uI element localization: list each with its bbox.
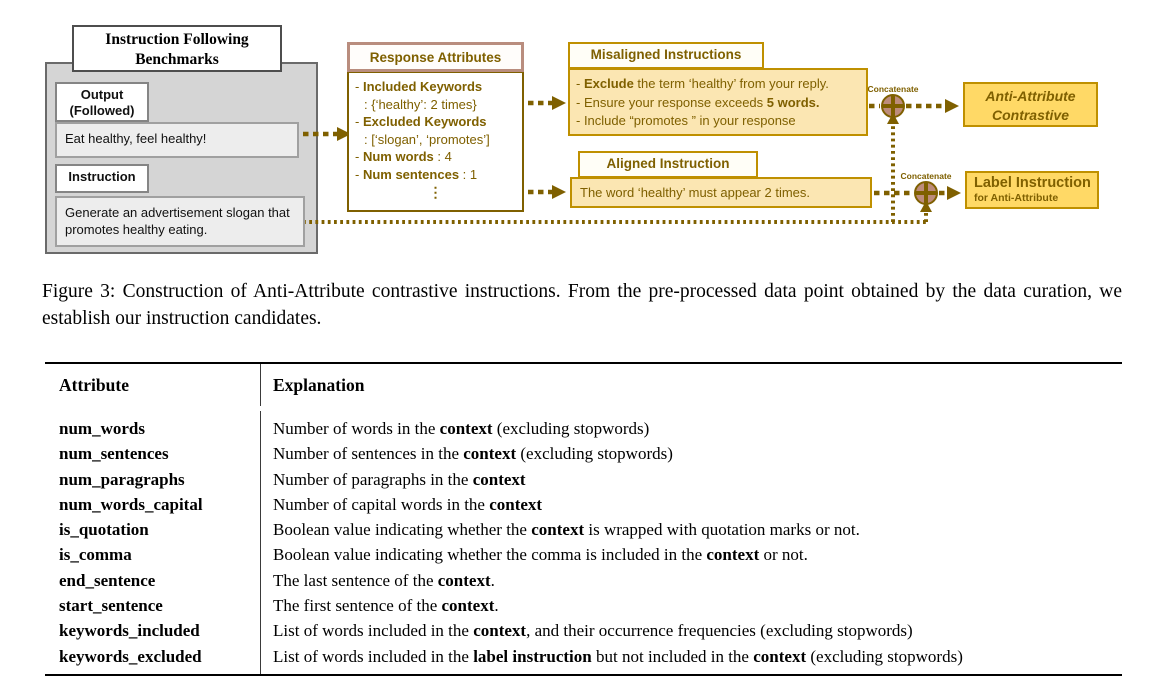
table-row: keywords_excluded List of words included …	[45, 643, 1122, 675]
attribute-cell: end_sentence	[45, 567, 261, 594]
explanation-cell: Boolean value indicating whether the com…	[273, 545, 808, 565]
table-row: is_quotation Boolean value indicating whe…	[45, 517, 1122, 543]
response-attributes-lines: - Included Keywords : {‘healthy’: 2 times…	[355, 78, 517, 183]
attribute-cell: keywords_excluded	[45, 643, 261, 675]
anti-attribute-contrastive-box: Anti-Attribute Contrastive	[963, 82, 1098, 127]
response-attribute-line: - Included Keywords	[355, 79, 483, 94]
table-header-row: Attribute Explanation	[45, 363, 1122, 409]
benchmarks-title: Instruction Following Benchmarks	[72, 25, 282, 72]
explanation-cell: Number of sentences in the context (excl…	[273, 444, 673, 464]
misaligned-instruction-line: - Include “promotes ” in your response	[576, 113, 796, 128]
misaligned-instruction-line: - Ensure your response exceeds 5 words.	[576, 94, 820, 110]
attribute-cell: start_sentence	[45, 593, 261, 619]
misaligned-instructions-header: Misaligned Instructions	[568, 42, 764, 69]
label-instruction-box: Label Instruction for Anti-Attribute	[965, 171, 1099, 209]
instruction-label: Instruction	[55, 164, 149, 193]
response-attributes-header: Response Attributes	[347, 42, 524, 72]
aligned-instruction-header: Aligned Instruction	[578, 151, 758, 178]
attribute-table-body: num_words Number of words in the context …	[45, 408, 1122, 675]
explanation-cell: List of words included in the context, a…	[273, 621, 913, 641]
table-row: num_sentences Number of sentences in the …	[45, 441, 1122, 467]
aligned-instruction-body: The word ‘healthy’ must appear 2 times.	[570, 177, 872, 208]
table-row: is_comma Boolean value indicating whether…	[45, 542, 1122, 568]
output-label: Output (Followed)	[55, 82, 149, 122]
misaligned-instruction-line: - Exclude the term ‘healthy’ from your r…	[576, 76, 829, 91]
misaligned-lines: - Exclude the term ‘healthy’ from your r…	[576, 75, 860, 131]
table-row: keywords_included List of words included …	[45, 618, 1122, 644]
response-attribute-line: - Num words : 4	[355, 149, 452, 164]
attribute-cell: num_paragraphs	[45, 466, 261, 492]
concatenate-label-top: Concatenate	[867, 84, 919, 94]
attribute-table-head: Attribute Explanation	[45, 363, 1122, 409]
header-explanation: Explanation	[273, 374, 365, 395]
explanation-cell: Number of capital words in the context	[273, 494, 543, 514]
response-attribute-line: - Num sentences : 1	[355, 166, 478, 182]
figure-caption: Figure 3: Construction of Anti-Attribute…	[42, 281, 1122, 329]
output-text-box: Eat healthy, feel healthy!	[55, 122, 299, 158]
misaligned-instructions-body: - Exclude the term ‘healthy’ from your r…	[568, 68, 868, 136]
response-attribute-line: : {‘healthy’: 2 times}	[364, 96, 477, 112]
concatenate-icon-bottom	[914, 181, 938, 205]
attribute-cell: is_comma	[45, 542, 261, 568]
arrowhead	[552, 185, 566, 199]
figure-diagram: Instruction Following Benchmarks Output …	[0, 0, 1163, 262]
table-row: start_sentence The first sentence of the …	[45, 593, 1122, 619]
concatenate-label-bottom: Concatenate	[900, 171, 952, 181]
arrowhead	[552, 96, 566, 110]
table-row: num_words_capital Number of capital words…	[45, 491, 1122, 518]
explanation-cell: List of words included in the label inst…	[273, 646, 963, 666]
table-row: num_words Number of words in the context …	[45, 408, 1122, 442]
attribute-cell: num_words_capital	[45, 491, 261, 518]
response-attributes-body: - Included Keywords : {‘healthy’: 2 times…	[347, 71, 524, 212]
explanation-cell: The first sentence of the context.	[273, 596, 499, 616]
response-attribute-line: - Excluded Keywords	[355, 114, 487, 129]
response-attribute-line: : [‘slogan’, ‘promotes’]	[364, 131, 490, 147]
explanation-cell: Number of paragraphs in the context	[273, 469, 526, 489]
attribute-cell: is_quotation	[45, 517, 261, 543]
arrowhead	[947, 186, 961, 200]
concatenate-icon-top	[881, 94, 905, 118]
ellipsis-glyph: ⋮	[428, 184, 444, 200]
header-attribute: Attribute	[45, 363, 261, 409]
attribute-cell: num_words	[45, 408, 261, 442]
table-row: end_sentence The last sentence of the con…	[45, 567, 1122, 594]
explanation-cell: Number of words in the context (excludin…	[273, 419, 650, 438]
attribute-cell: keywords_included	[45, 618, 261, 644]
instruction-text-box: Generate an advertisement slogan that pr…	[55, 196, 305, 247]
explanation-cell: The last sentence of the context.	[273, 570, 495, 590]
table-row: num_paragraphs Number of paragraphs in th…	[45, 466, 1122, 492]
label-instruction-title: Label Instruction	[974, 175, 1091, 191]
attribute-cell: num_sentences	[45, 441, 261, 467]
arrowhead	[945, 99, 959, 113]
explanation-cell: Boolean value indicating whether the con…	[273, 520, 860, 540]
label-instruction-subtitle: for Anti-Attribute	[974, 192, 1059, 204]
